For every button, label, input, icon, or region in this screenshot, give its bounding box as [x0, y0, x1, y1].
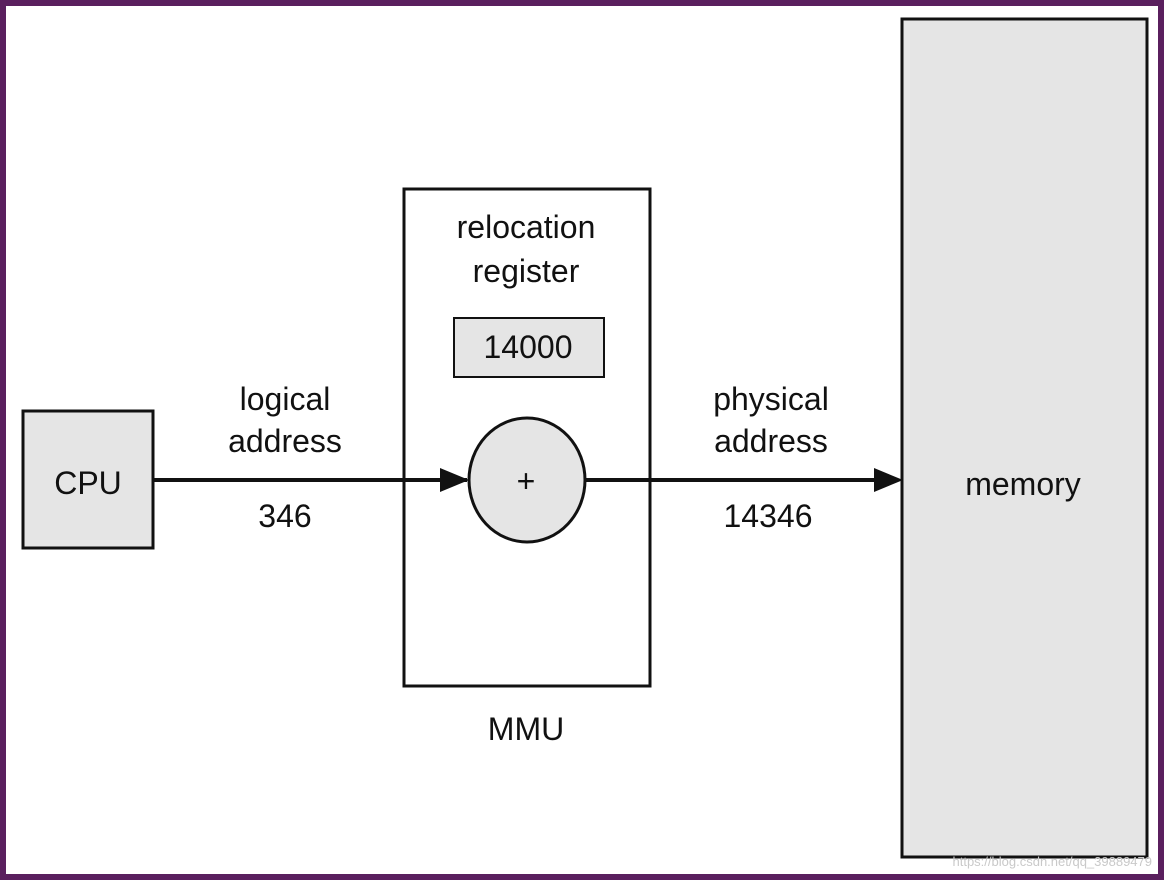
relocation-register-value: 14000 [484, 329, 573, 365]
adder-plus-symbol: + [517, 463, 536, 499]
memory-label: memory [965, 466, 1081, 502]
physical-address-value: 14346 [724, 498, 813, 534]
physical-address-line1: physical [713, 381, 829, 417]
logical-address-line1: logical [240, 381, 331, 417]
cpu-box [21, 409, 155, 550]
relocation-register-box [453, 317, 605, 378]
mmu-label: MMU [488, 711, 564, 747]
logical-address-line2: address [228, 423, 342, 459]
physical-arrowhead-icon [874, 468, 903, 492]
cpu-label: CPU [54, 465, 122, 501]
physical-address-line2: address [714, 423, 828, 459]
memory-box [900, 17, 1149, 859]
watermark-text: https://blog.csdn.net/qq_39889479 [953, 854, 1153, 869]
relocation-register-line2: register [473, 253, 580, 289]
relocation-register-line1: relocation [457, 209, 596, 245]
logical-address-value: 346 [258, 498, 311, 534]
logical-arrowhead-icon [440, 468, 469, 492]
